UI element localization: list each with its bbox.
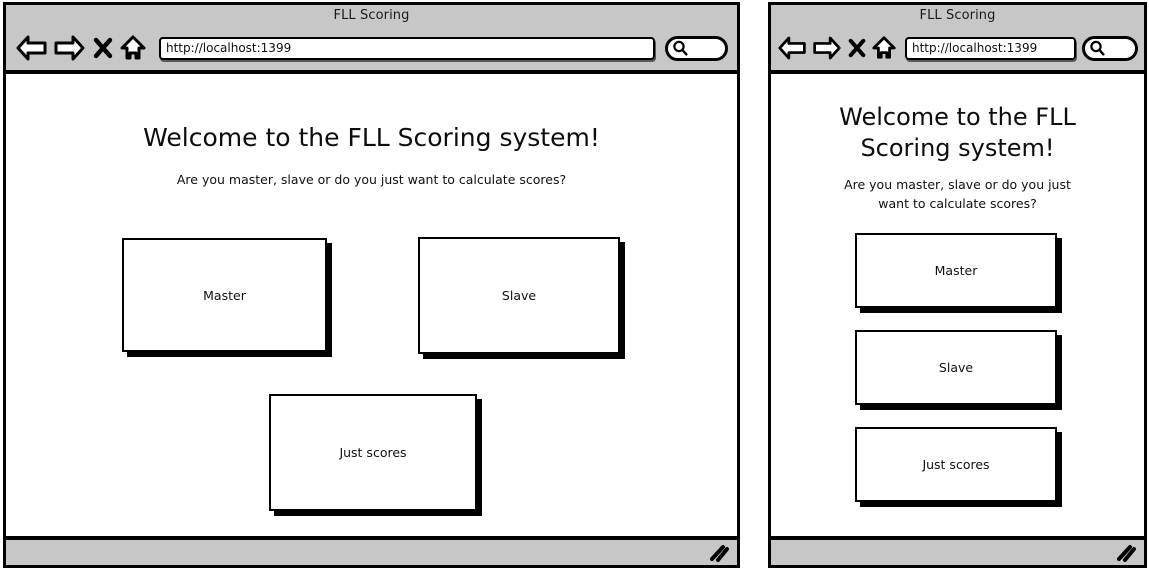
welcome-section: Welcome to the FLL Scoring system! Are y… — [771, 74, 1144, 213]
master-button[interactable]: Master — [122, 238, 327, 352]
home-icon[interactable] — [119, 34, 147, 62]
status-bar — [771, 536, 1144, 565]
just-scores-button[interactable]: Just scores — [855, 427, 1057, 502]
browser-toolbar: http://localhost:1399 — [6, 26, 737, 70]
slave-button-label: Slave — [938, 360, 974, 375]
window-title: FLL Scoring — [919, 8, 996, 23]
slave-button[interactable]: Slave — [418, 237, 620, 354]
just-scores-button-label: Just scores — [922, 457, 990, 472]
forward-arrow-icon[interactable] — [52, 34, 86, 62]
address-bar-text: http://localhost:1399 — [166, 41, 292, 55]
welcome-section: Welcome to the FLL Scoring system! Are y… — [6, 74, 737, 189]
address-bar[interactable]: http://localhost:1399 — [159, 36, 655, 60]
page-content: Welcome to the FLL Scoring system! Are y… — [771, 74, 1144, 536]
address-bar[interactable]: http://localhost:1399 — [905, 36, 1076, 60]
browser-window-mobile: FLL Scoring http://localhost:1399 — [768, 2, 1147, 568]
browser-chrome: FLL Scoring http://localhost:1399 — [771, 5, 1144, 74]
close-x-icon[interactable] — [93, 35, 113, 61]
page-content: Welcome to the FLL Scoring system! Are y… — [6, 74, 737, 536]
search-icon — [1089, 39, 1106, 57]
just-scores-button[interactable]: Just scores — [269, 394, 477, 511]
status-bar — [6, 536, 737, 565]
close-x-icon[interactable] — [848, 36, 866, 60]
search-icon — [672, 39, 689, 57]
resize-grip-icon[interactable] — [708, 544, 730, 562]
just-scores-button-label: Just scores — [339, 445, 407, 460]
slave-button-label: Slave — [501, 288, 537, 303]
browser-window-desktop: FLL Scoring http://localhost:1399 — [3, 2, 740, 568]
page-subtitle: Are you master, slave or do you just wan… — [176, 172, 567, 187]
page-subtitle: Are you master, slave or do you just wan… — [844, 177, 1071, 211]
resize-grip-icon[interactable] — [1115, 544, 1137, 562]
page-title: Welcome to the FLL Scoring system! — [143, 123, 600, 152]
browser-chrome: FLL Scoring http://localhost:1399 — [6, 5, 737, 74]
search-input[interactable] — [665, 35, 728, 61]
master-button[interactable]: Master — [855, 233, 1057, 308]
home-icon[interactable] — [871, 35, 897, 61]
window-title: FLL Scoring — [333, 8, 410, 23]
master-button-label: Master — [934, 263, 978, 278]
back-arrow-icon[interactable] — [777, 35, 808, 61]
back-arrow-icon[interactable] — [15, 34, 49, 62]
browser-toolbar: http://localhost:1399 — [771, 26, 1144, 70]
slave-button[interactable]: Slave — [855, 330, 1057, 405]
search-input[interactable] — [1082, 35, 1138, 61]
address-bar-text: http://localhost:1399 — [912, 41, 1038, 55]
forward-arrow-icon[interactable] — [811, 35, 842, 61]
page-title: Welcome to the FLL Scoring system! — [839, 103, 1076, 162]
master-button-label: Master — [203, 287, 246, 303]
